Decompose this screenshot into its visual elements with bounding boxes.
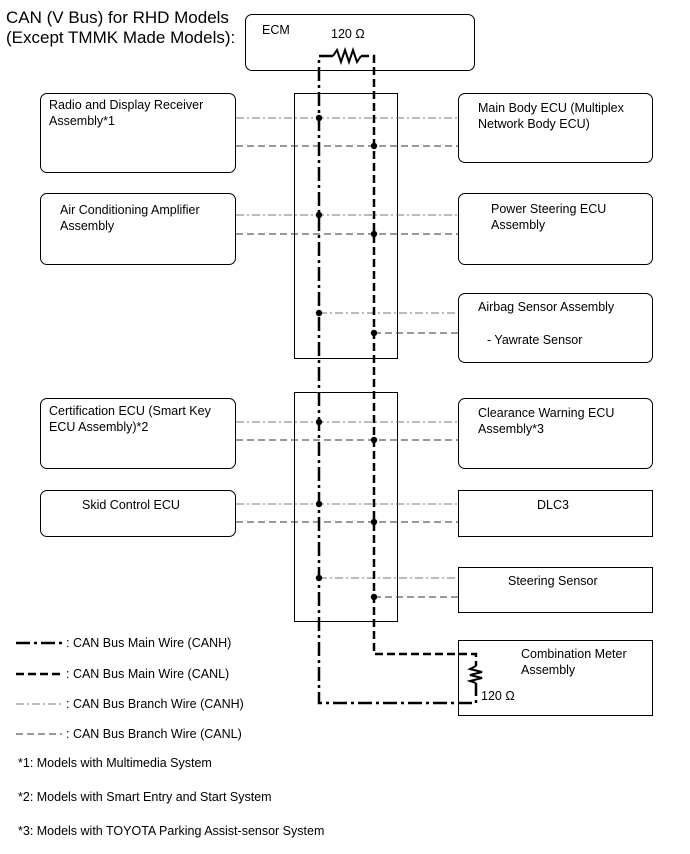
dlc3-box [458,490,653,537]
meter-resistor-symbol [466,665,483,684]
ecm-resistor-label: 120 Ω [331,27,365,41]
combination-meter-resistor-label: 120 Ω [481,689,515,703]
diagram-title-line1: CAN (V Bus) for RHD Models [6,8,229,27]
combination-meter-box [458,640,653,716]
footnote-3: *3: Models with TOYOTA Parking Assist-se… [18,824,325,838]
air-conditioning-amplifier-label-1: Air Conditioning Amplifier [60,203,200,217]
ecm-label: ECM [262,23,290,37]
steering-sensor-box [458,567,653,613]
skid-control-ecu-label: Skid Control ECU [82,498,180,512]
junction-connector-lower [294,392,398,622]
legend-main-canh-text: : CAN Bus Main Wire (CANH) [66,636,232,650]
branch-canh-wires [236,117,458,579]
legend-branch-canl-text: : CAN Bus Branch Wire (CANL) [66,727,242,741]
combination-meter-label-2: Assembly [521,663,576,677]
airbag-sensor-label-2: - Yawrate Sensor [487,333,583,347]
power-steering-ecu-label-1: Power Steering ECU [491,202,607,216]
diagram-title-line2: (Except TMMK Made Models): [6,28,236,47]
air-conditioning-amplifier-box [40,193,236,265]
skid-control-ecu-box [40,490,236,537]
branch-canl-wires [236,145,458,598]
airbag-sensor-box [458,293,653,363]
legend-main-canl-text: : CAN Bus Main Wire (CANL) [66,667,230,681]
main-canl-wire [361,54,478,666]
ecm-resistor-symbol [332,46,362,66]
clearance-warning-ecu-box [458,398,653,469]
main-body-ecu-label-1: Main Body ECU (Multiplex [478,101,624,115]
main-body-ecu-label-2: Network Body ECU) [478,117,590,131]
steering-sensor-label: Steering Sensor [508,574,598,588]
certification-ecu-box [40,398,236,469]
power-steering-ecu-label-2: Assembly [491,218,546,232]
clearance-warning-ecu-label-2: Assembly*3 [478,422,544,436]
junction-connector-upper [294,93,398,359]
main-body-ecu-box [458,93,653,163]
air-conditioning-amplifier-label-2: Assembly [60,219,115,233]
radio-display-receiver-box [40,93,236,173]
power-steering-ecu-box [458,193,653,265]
airbag-sensor-label-1: Airbag Sensor Assembly [478,300,615,314]
combination-meter-label-1: Combination Meter [521,647,627,661]
footnote-1: *1: Models with Multimedia System [18,756,212,770]
main-canh-wire [317,54,478,705]
legend-branch-canh-text: : CAN Bus Branch Wire (CANH) [66,697,244,711]
ecm-box [245,14,475,71]
clearance-warning-ecu-label-1: Clearance Warning ECU [478,406,615,420]
certification-ecu-label-1: Certification ECU (Smart Key [49,404,211,418]
dlc3-label: DLC3 [537,498,569,512]
radio-display-receiver-label-2: Assembly*1 [49,114,115,128]
canl-junction-dots [370,142,378,601]
radio-display-receiver-label-1: Radio and Display Receiver [49,98,204,112]
certification-ecu-label-2: ECU Assembly)*2 [49,420,149,434]
canh-junction-dots [315,114,323,582]
footnote-2: *2: Models with Smart Entry and Start Sy… [18,790,272,804]
